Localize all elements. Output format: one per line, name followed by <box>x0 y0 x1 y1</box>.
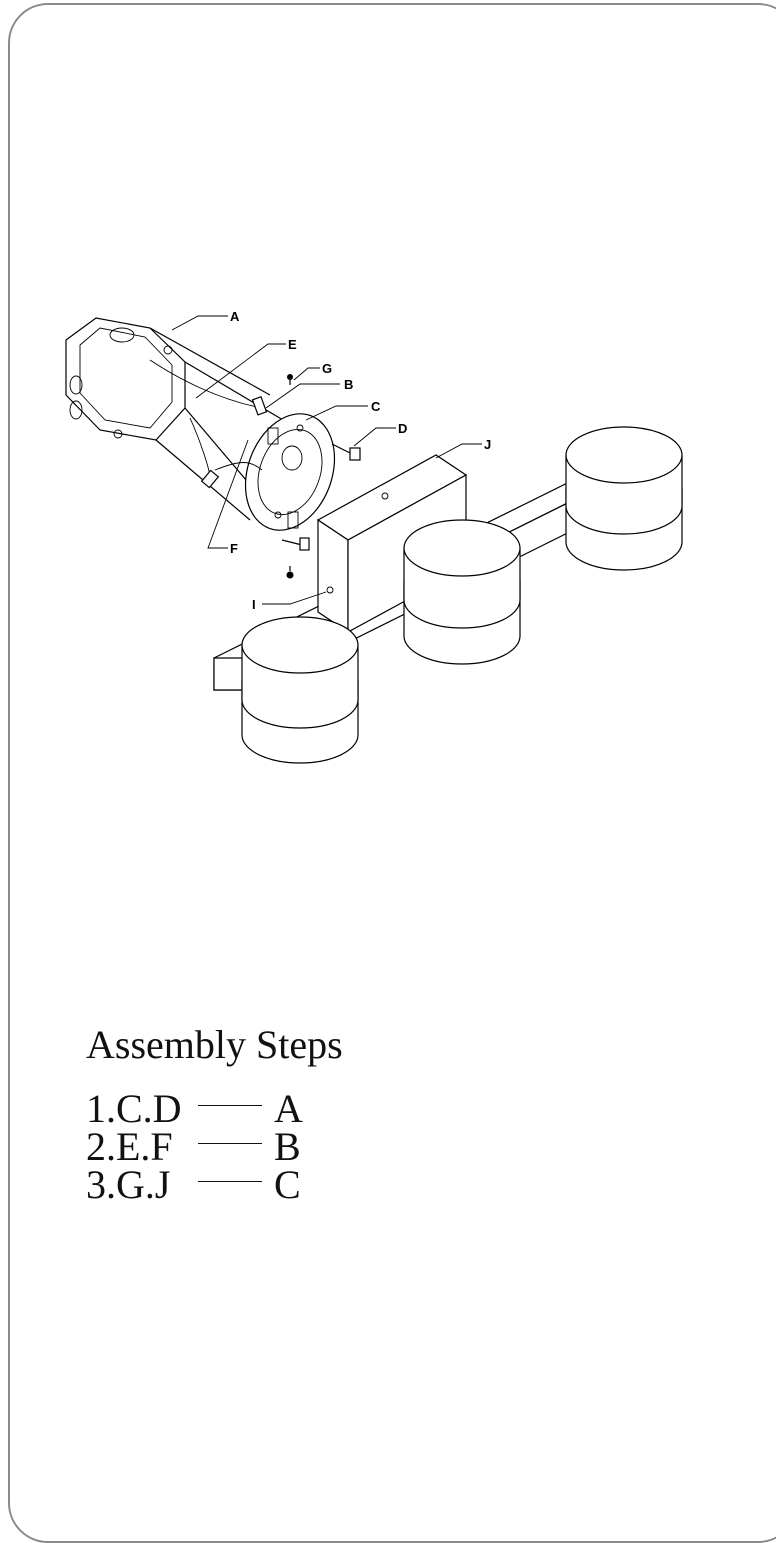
mounting-plate-c <box>244 413 336 531</box>
page-frame <box>8 3 776 1543</box>
callout-d: D <box>398 421 407 436</box>
step-item: 2.E.F B <box>86 1124 343 1169</box>
callout-leaders <box>171 315 482 605</box>
step-item: 3.G.J C <box>86 1162 343 1207</box>
step-list: 1.C.D A 2.E.F B 3.G.J C <box>86 1086 343 1207</box>
nut-lower <box>286 566 294 579</box>
steps-title: Assembly Steps <box>86 1022 343 1067</box>
step-item: 1.C.D A <box>86 1086 343 1131</box>
step-parts: 1.C.D <box>86 1086 182 1131</box>
assembly-steps: Assembly Steps 1.C.D A 2.E.F B 3.G.J C <box>86 1022 343 1207</box>
callout-j: J <box>484 437 491 452</box>
callout-e: E <box>288 337 297 352</box>
screw-d <box>331 443 361 461</box>
shade-middle <box>403 519 521 665</box>
callout-b: B <box>344 377 353 392</box>
callout-g: G <box>322 361 332 376</box>
step-connector <box>198 1180 262 1182</box>
screw-b <box>251 396 268 416</box>
step-target: A <box>274 1086 303 1131</box>
callout-c: C <box>371 399 381 414</box>
shade-right <box>565 426 683 571</box>
screw-lower <box>281 537 310 551</box>
step-connector <box>198 1104 262 1106</box>
step-parts: 2.E.F <box>86 1124 173 1169</box>
shade-left <box>241 616 359 764</box>
wire-nuts-f <box>200 462 263 489</box>
step-target: C <box>274 1162 301 1207</box>
callout-a: A <box>230 309 240 324</box>
step-parts: 3.G.J <box>86 1162 171 1207</box>
step-connector <box>198 1142 262 1144</box>
nut-g <box>287 374 293 385</box>
callout-f: F <box>230 541 238 556</box>
callout-i: I <box>252 597 256 612</box>
step-target: B <box>274 1124 301 1169</box>
